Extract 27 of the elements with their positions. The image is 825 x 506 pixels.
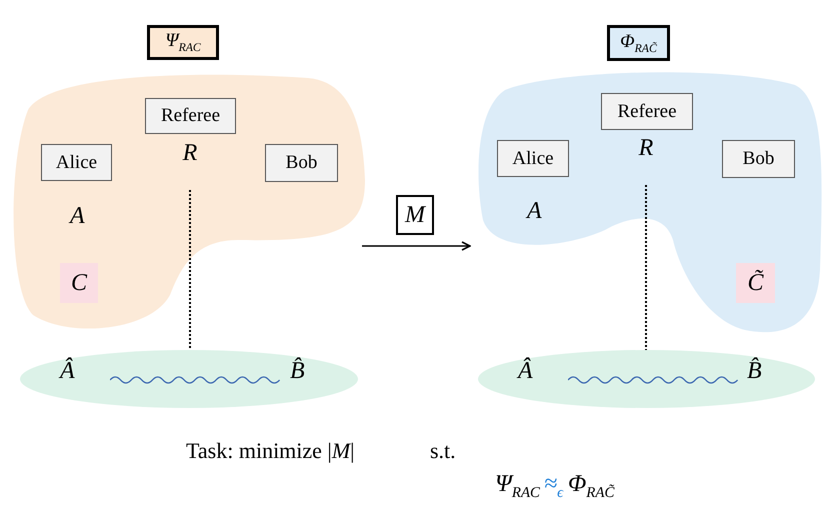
party-box: Bob xyxy=(265,144,338,182)
system-label: R xyxy=(632,131,660,165)
system-label: A xyxy=(70,203,85,230)
system-label: B̂ xyxy=(747,358,762,385)
state-label-box: Ψ$_{RAC}$ xyxy=(147,25,219,60)
register-box: C̃ xyxy=(736,263,775,303)
dotted-line xyxy=(645,185,647,350)
system-label: B̂ xyxy=(290,358,305,385)
party-box: Alice xyxy=(497,140,569,177)
state-label-box: Φ$_{RAC̃}$ xyxy=(607,25,670,61)
task-text: Task: minimize |M| xyxy=(186,438,355,464)
party-box: Referee xyxy=(601,93,693,130)
register-box: C xyxy=(60,263,98,303)
state-formula: Φ$_{RAC̃}$ xyxy=(568,471,614,502)
party-box: Referee xyxy=(145,98,236,134)
system-label: R xyxy=(176,136,204,170)
system-label: A xyxy=(527,198,542,225)
party-box: Alice xyxy=(41,144,112,181)
condition-text: s.t. xyxy=(430,438,456,464)
arrow xyxy=(362,241,471,251)
state-formula: Ψ$_{RAC}$ xyxy=(495,471,540,502)
system-label: Â xyxy=(518,358,533,385)
dotted-line xyxy=(189,190,191,350)
edge-label: M xyxy=(396,195,434,235)
party-box: Bob xyxy=(722,140,795,178)
approx-symbol: ≈$_{ϵ}$ xyxy=(544,471,564,502)
system-label: Â xyxy=(60,358,75,385)
